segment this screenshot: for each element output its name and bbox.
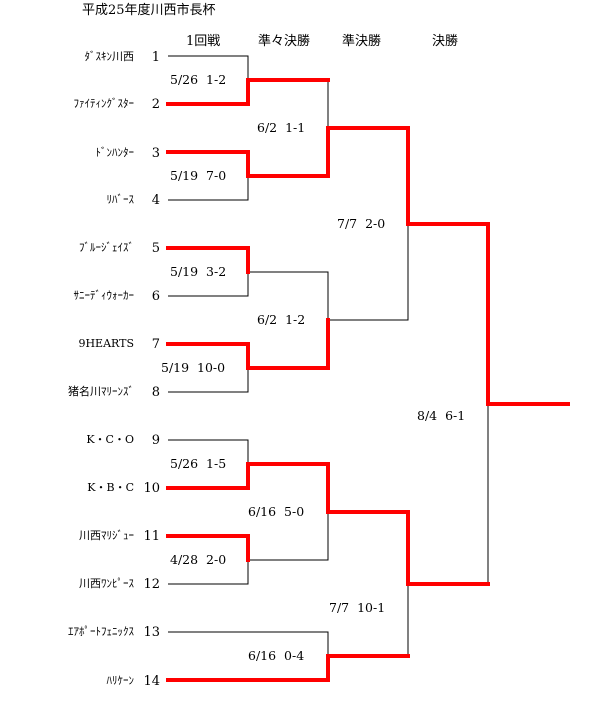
bracket-lines <box>168 55 489 656</box>
team-seed: 6 <box>152 289 160 304</box>
winner-path <box>166 462 490 586</box>
round-header-final: 決勝 <box>432 34 458 49</box>
match-result: 7/7 2-0 <box>337 216 385 231</box>
team-name: 9HEARTS <box>78 337 134 350</box>
winner-path <box>166 318 330 370</box>
match-result: 6/2 1-2 <box>257 312 305 327</box>
team-name: 川西ﾜﾝﾋﾟｰｽ <box>79 577 134 590</box>
match-result: 7/7 10-1 <box>329 600 385 615</box>
bracket-line <box>168 439 249 464</box>
team-name: ﾌｧｲﾃｨﾝｸﾞｽﾀｰ <box>74 97 135 110</box>
winner-path <box>166 78 330 106</box>
match-result: 6/16 5-0 <box>248 504 304 519</box>
team-seed: 1 <box>152 50 160 65</box>
team-name: ﾀﾞｽｷﾝ川西 <box>85 50 135 63</box>
team-name: ﾄﾞﾝﾊﾝﾀｰ <box>96 146 135 159</box>
winner-paths <box>166 78 570 682</box>
match-result: 5/26 1-2 <box>170 72 226 87</box>
bracket-line <box>168 272 249 297</box>
team-seed: 9 <box>152 433 160 448</box>
team-name: 川西ﾏﾘｼﾞｭｰ <box>79 529 134 542</box>
bracket-line <box>168 368 249 393</box>
match-result: 5/19 3-2 <box>170 264 226 279</box>
team-seed: 3 <box>152 146 160 161</box>
team-seed: 11 <box>143 529 160 544</box>
team-seed: 4 <box>152 193 160 208</box>
match-result: 8/4 6-1 <box>417 408 465 423</box>
match-result: 5/26 1-5 <box>170 456 226 471</box>
team-seed: 14 <box>143 674 160 689</box>
match-result: 4/28 2-0 <box>170 552 226 567</box>
team-names: ﾀﾞｽｷﾝ川西 ﾌｧｲﾃｨﾝｸﾞｽﾀｰ ﾄﾞﾝﾊﾝﾀｰ ﾘﾊﾞｰｽ ﾌﾞﾙｰｼﾞ… <box>68 50 134 687</box>
winner-path <box>166 246 250 274</box>
match-result: 5/19 7-0 <box>170 168 226 183</box>
bracket-line <box>168 631 329 656</box>
team-seed: 5 <box>152 241 160 256</box>
team-seed: 10 <box>143 481 160 496</box>
round-header-semifinal: 準決勝 <box>342 33 381 49</box>
team-seed: 12 <box>143 577 160 592</box>
winner-path <box>166 654 410 682</box>
team-name: ｴｱﾎﾟｰﾄﾌｪﾆｯｸｽ <box>68 625 134 638</box>
bracket-line <box>248 512 329 561</box>
bracket-line <box>248 271 329 320</box>
team-seed: 8 <box>152 385 160 400</box>
team-seeds: 1 2 3 4 5 6 7 8 9 10 11 12 13 14 <box>143 50 160 689</box>
team-seed: 2 <box>152 97 160 112</box>
round-header-quarterfinal: 準々決勝 <box>258 33 310 49</box>
bracket-line <box>328 224 409 321</box>
team-name: ｻﾆｰﾃﾞｨｳｫｰｶｰ <box>74 289 135 302</box>
team-name: ﾘﾊﾞｰｽ <box>107 193 135 206</box>
bracket-line <box>168 55 249 80</box>
tournament-title: 平成25年度川西市長杯 <box>82 2 216 18</box>
team-name: K・C・O <box>86 433 134 446</box>
match-result: 6/16 0-4 <box>248 648 304 663</box>
team-seed: 7 <box>152 337 160 352</box>
team-seed: 13 <box>143 625 160 640</box>
match-result: 6/2 1-1 <box>257 120 305 135</box>
team-name: ﾌﾞﾙｰｼﾞｪｲｽﾞ <box>79 241 134 254</box>
team-name: K・B・C <box>87 481 134 494</box>
winner-path <box>166 126 570 406</box>
team-name: ﾊﾘｹｰﾝ <box>107 674 135 687</box>
bracket-line <box>168 560 249 585</box>
winner-path <box>166 534 250 562</box>
round-header-first: 1回戦 <box>186 34 220 49</box>
bracket-line <box>168 176 249 201</box>
team-name: 猪名川ﾏﾘｰﾝｽﾞ <box>68 384 134 398</box>
match-result: 5/19 10-0 <box>161 360 225 375</box>
match-results: 5/26 1-2 5/19 7-0 5/19 3-2 5/19 10-0 5/2… <box>161 72 465 663</box>
